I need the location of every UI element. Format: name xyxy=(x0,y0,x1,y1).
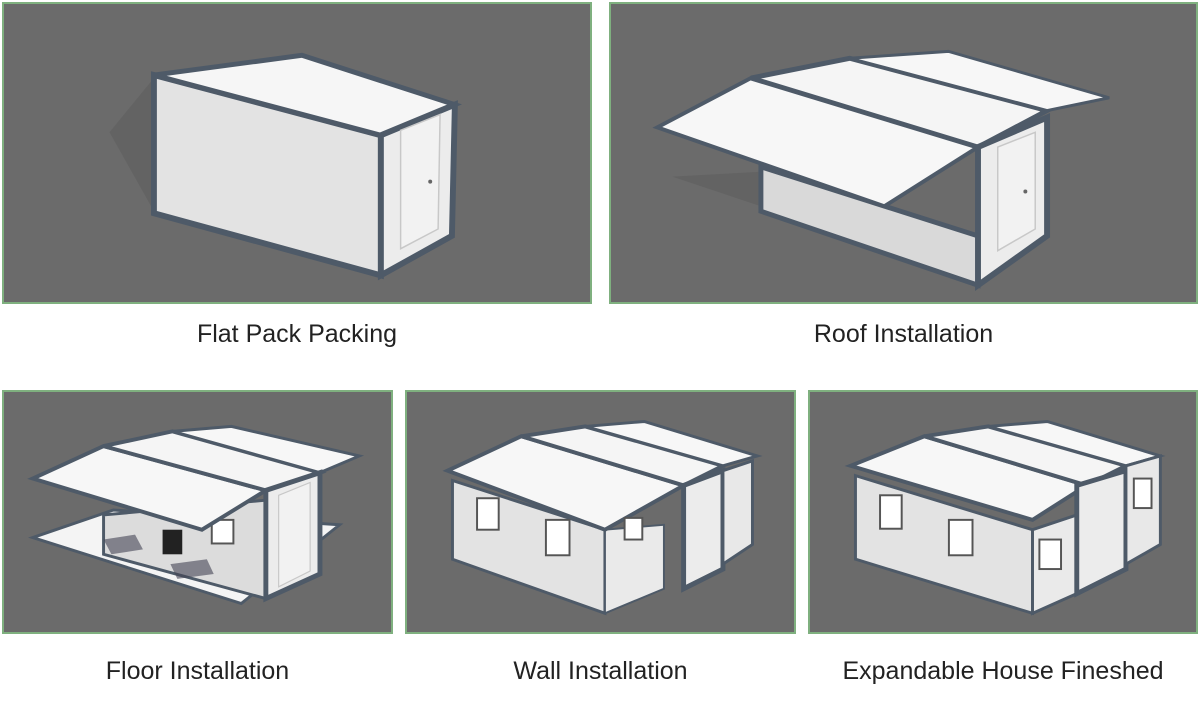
house-illustration-finished xyxy=(844,420,1166,616)
container-illustration-floor xyxy=(27,424,365,606)
step-image-floor-installation xyxy=(2,390,393,634)
container-illustration-wall xyxy=(442,420,763,616)
container-illustration-roof xyxy=(652,49,1110,291)
step-image-wall-installation xyxy=(405,390,796,634)
step-caption-flat-pack: Flat Pack Packing xyxy=(196,320,398,348)
step-image-roof-installation xyxy=(609,2,1198,304)
container-illustration-flat-pack xyxy=(109,52,463,281)
step-caption-house-finished: Expandable House Fineshed xyxy=(842,657,1164,685)
step-caption-wall-installation: Wall Installation xyxy=(513,657,688,685)
step-image-house-finished xyxy=(808,390,1198,634)
step-caption-floor-installation: Floor Installation xyxy=(105,657,290,685)
step-image-flat-pack xyxy=(2,2,592,304)
step-caption-roof-installation: Roof Installation xyxy=(813,320,994,348)
